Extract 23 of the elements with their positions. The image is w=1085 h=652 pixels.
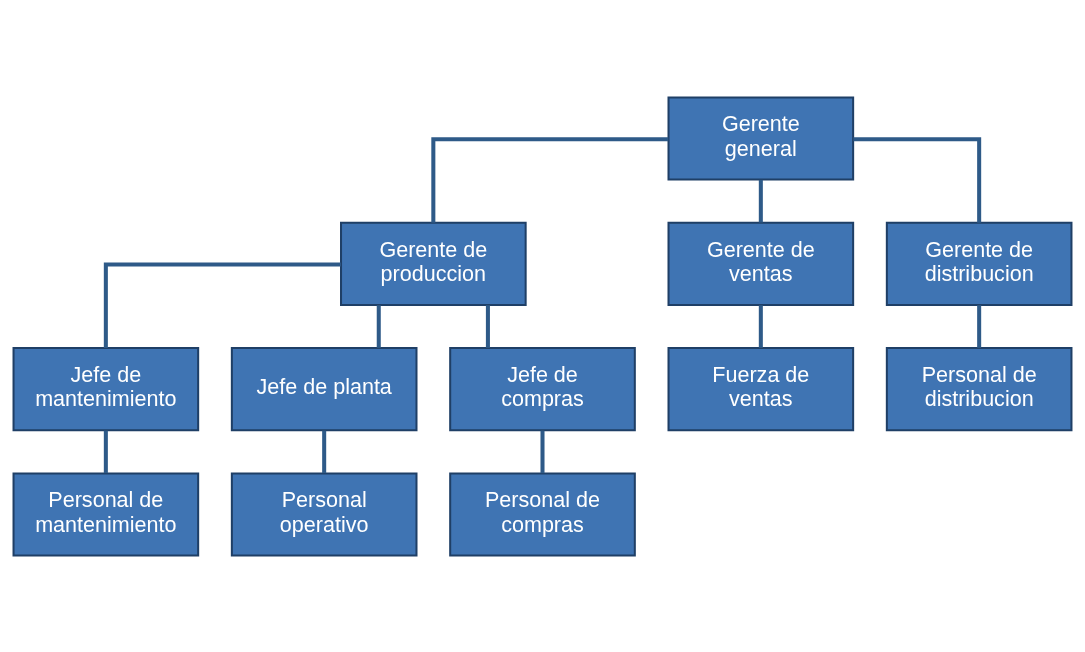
node-box: Personal de distribucion bbox=[885, 346, 1073, 431]
connector bbox=[322, 430, 327, 473]
connector bbox=[431, 136, 669, 223]
connector bbox=[977, 304, 982, 348]
connector bbox=[758, 179, 763, 222]
node-box: Personal de compras bbox=[449, 471, 636, 557]
node-box: Fuerza de ventas bbox=[667, 346, 855, 431]
node-box: Personal operativo bbox=[230, 471, 418, 557]
connector bbox=[103, 430, 108, 473]
connector bbox=[540, 430, 545, 473]
node-box: Gerente de produccion bbox=[340, 221, 527, 306]
connector bbox=[853, 136, 982, 223]
connector bbox=[758, 304, 763, 348]
connector bbox=[376, 304, 381, 348]
node-box: Gerente de distribucion bbox=[885, 221, 1073, 306]
node-box: Gerente de ventas bbox=[667, 221, 855, 306]
node-box: Personal de mantenimiento bbox=[12, 471, 200, 557]
connector bbox=[103, 262, 341, 348]
node-box: Jefe de mantenimiento bbox=[12, 346, 200, 431]
connector bbox=[485, 304, 490, 348]
node-box: Jefe de compras bbox=[449, 346, 636, 431]
node-box: Gerente general bbox=[667, 95, 855, 181]
node-box: Jefe de planta bbox=[230, 346, 418, 431]
